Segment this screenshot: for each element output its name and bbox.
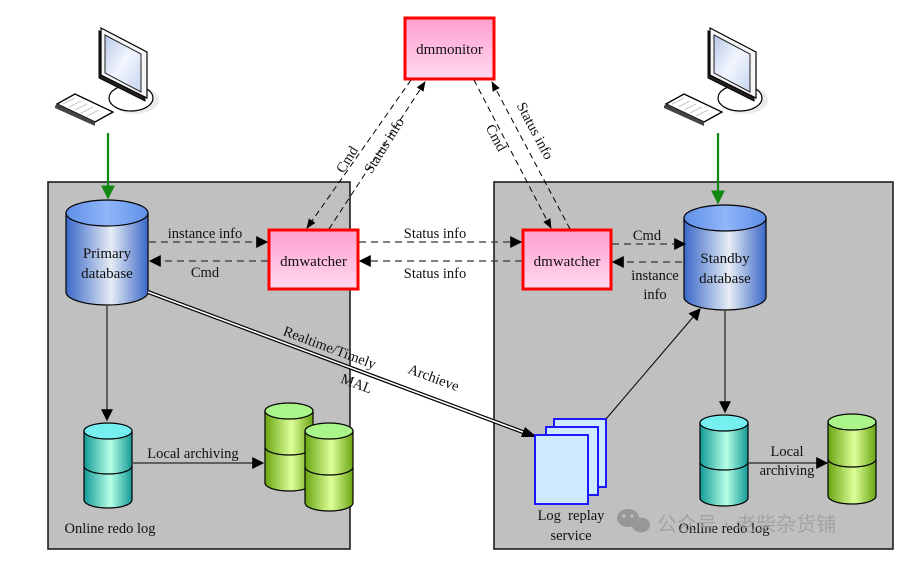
primary-database-label-2: database — [81, 266, 133, 282]
primary-to-watcher-label: instance info — [168, 226, 243, 242]
log-replay-service-node: Log replay service — [534, 418, 607, 544]
monitor-to-left-watcher-cmd — [306, 79, 412, 229]
log-replay-label-1: Log replay — [538, 508, 606, 524]
computer-icon — [55, 27, 159, 126]
watcher-to-primary-label: Cmd — [191, 265, 220, 281]
monitor-right-cmd-label: Cmd — [482, 122, 510, 155]
local-archiving-left-label: Local archiving — [147, 446, 238, 462]
dmwatcher-left-label: dmwatcher — [280, 254, 347, 270]
local-archiving-right-label-2: archiving — [760, 463, 815, 479]
log-replay-label-2: service — [550, 528, 591, 544]
online-redo-log-left — [83, 422, 133, 509]
dmmonitor-node: dmmonitor — [403, 16, 496, 81]
online-redo-log-left-label: Online redo log — [64, 521, 155, 537]
dmwatcher-left-node: dmwatcher — [267, 228, 360, 291]
primary-database-label-1: Primary — [83, 246, 132, 262]
computer-icon — [664, 27, 768, 126]
standby-database-label-2: database — [699, 271, 751, 287]
monitor-left-cmd-label: Cmd — [333, 143, 362, 176]
monitor-right-status-label: Status info — [513, 100, 556, 163]
online-redo-log-right — [699, 414, 749, 507]
replay-to-standby-arrow — [605, 308, 701, 420]
monitor-to-right-watcher-cmd — [473, 79, 552, 229]
watcher-bottom-label: Status info — [404, 266, 466, 282]
monitor-left-status-label: Status info — [361, 115, 408, 176]
right-watcher-to-monitor-status — [491, 81, 571, 230]
primary-database-node: Primary database — [65, 199, 149, 306]
local-archiving-right-label-1: Local — [770, 444, 803, 460]
online-redo-log-right-label: Online redo log — [678, 521, 769, 537]
standby-database-label-1: Standby — [700, 251, 750, 267]
archive-log-right — [827, 413, 877, 505]
dmmonitor-label: dmmonitor — [416, 42, 483, 58]
standby-to-watcher-label-2: info — [643, 287, 666, 303]
standby-to-watcher-label-1: instance — [631, 268, 679, 284]
watermark-text: 公众号 · 老柴杂货铺 — [657, 512, 836, 536]
wechat-icon — [617, 509, 650, 533]
archive-log-left — [264, 402, 354, 512]
watcher-to-standby-label: Cmd — [633, 228, 662, 244]
watermark: 公众号 · 老柴杂货铺 — [617, 509, 836, 536]
standby-database-node: Standby database — [683, 204, 767, 311]
dmwatcher-right-node: dmwatcher — [521, 228, 613, 291]
mal-archive-arrow — [147, 290, 537, 437]
watcher-top-label: Status info — [404, 226, 466, 242]
dmwatcher-right-label: dmwatcher — [534, 254, 601, 270]
